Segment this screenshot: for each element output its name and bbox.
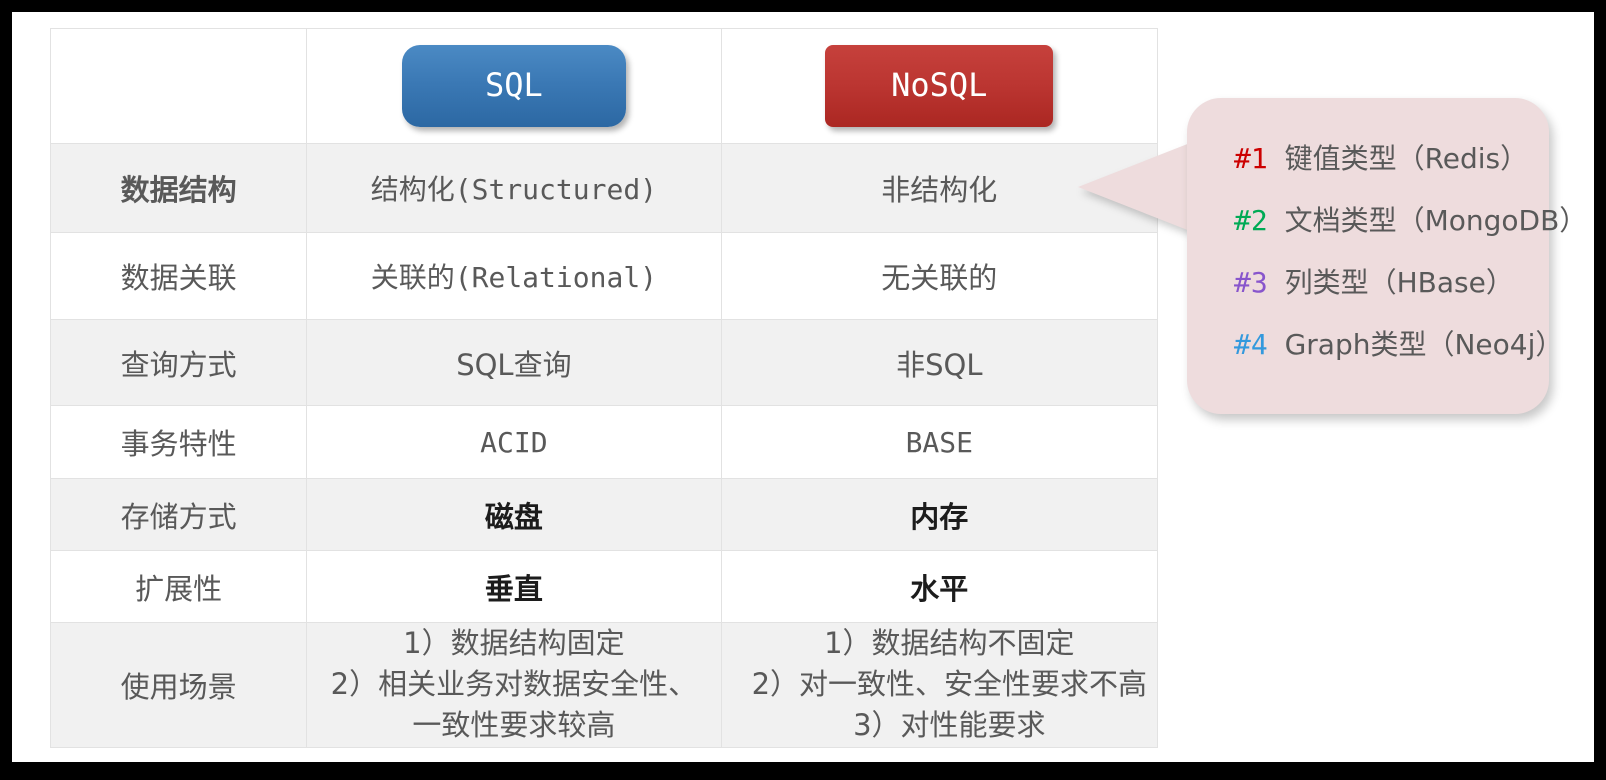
cell-sql-data-structure: 结构化(Structured) — [306, 143, 722, 233]
cell-sql-transaction: ACID — [306, 405, 722, 479]
item-number: #3 — [1234, 266, 1268, 299]
table-row: 扩展性 垂直 水平 — [49, 550, 1159, 623]
nosql-types-list: #1 键值类型（Redis） #2 文档类型（MongoDB） #3 列类型（H… — [1234, 128, 1587, 376]
header-sql-cell: SQL — [306, 28, 722, 144]
use-case-line: 一致性要求较高 — [412, 708, 616, 743]
use-case-line: 3）对性能要求 — [853, 708, 1046, 743]
comparison-table: SQL NoSQL 数据结构 结构化(Structured) 非结构化 数据关联 — [49, 28, 1159, 748]
use-case-line: 1）数据结构不固定 — [824, 626, 1075, 660]
row-key-query-method: 查询方式 — [49, 319, 308, 406]
nosql-pill-label: NoSQL — [825, 45, 1054, 127]
row-key-data-structure: 数据结构 — [49, 143, 308, 233]
cell-nosql-storage: 内存 — [720, 478, 1159, 551]
row-key-use-case: 使用场景 — [49, 622, 308, 748]
item-number: #2 — [1234, 204, 1268, 237]
table-row: 数据结构 结构化(Structured) 非结构化 — [49, 143, 1159, 233]
list-item: #3 列类型（HBase） — [1234, 252, 1564, 314]
row-key-transaction: 事务特性 — [49, 405, 308, 479]
row-key-data-relation: 数据关联 — [49, 232, 308, 320]
table-row: 数据关联 关联的(Relational) 无关联的 — [49, 232, 1159, 320]
use-case-line: 1）数据结构固定 — [403, 626, 625, 660]
cell-sql-storage: 磁盘 — [306, 478, 722, 551]
list-item: #2 文档类型（MongoDB） — [1234, 190, 1587, 252]
slide-content-area: SQL NoSQL 数据结构 结构化(Structured) 非结构化 数据关联 — [12, 12, 1594, 762]
table-row: 使用场景 1）数据结构固定 2）相关业务对数据安全性、 一致性要求较高 1）数据… — [49, 622, 1159, 748]
cell-nosql-scalability: 水平 — [720, 550, 1159, 623]
item-number: #1 — [1234, 142, 1268, 175]
sql-vs-nosql-comparison-table: SQL NoSQL 数据结构 结构化(Structured) 非结构化 数据关联 — [49, 28, 1159, 748]
list-item: #1 键值类型（Redis） — [1234, 128, 1564, 190]
row-key-scalability: 扩展性 — [49, 550, 308, 623]
cell-sql-use-case: 1）数据结构固定 2）相关业务对数据安全性、 一致性要求较高 — [306, 622, 722, 748]
callout-tail-icon — [1078, 143, 1190, 231]
table-row: 存储方式 磁盘 内存 — [49, 478, 1159, 551]
use-case-line: 2）对一致性、安全性要求不高 — [751, 667, 1148, 702]
item-label: Graph类型（Neo4j） — [1284, 328, 1564, 361]
cell-sql-data-relation: 关联的(Relational) — [306, 232, 722, 320]
item-label: 列类型（HBase） — [1284, 266, 1514, 299]
cell-nosql-data-relation: 无关联的 — [720, 232, 1159, 320]
item-number: #4 — [1234, 328, 1268, 361]
table-row: 事务特性 ACID BASE — [49, 405, 1159, 479]
cell-nosql-transaction: BASE — [720, 405, 1159, 479]
header-empty-cell — [49, 28, 308, 144]
cell-sql-query-method: SQL查询 — [306, 319, 722, 406]
cell-sql-scalability: 垂直 — [306, 550, 722, 623]
item-label: 键值类型（Redis） — [1284, 142, 1529, 175]
cell-nosql-use-case: 1）数据结构不固定 2）对一致性、安全性要求不高 3）对性能要求 — [720, 622, 1159, 748]
list-item: #4 Graph类型（Neo4j） — [1234, 314, 1564, 376]
table-header-row: SQL NoSQL — [49, 28, 1159, 144]
sql-pill-label: SQL — [401, 45, 626, 127]
cell-nosql-query-method: 非SQL — [720, 319, 1159, 406]
item-label: 文档类型（MongoDB） — [1284, 204, 1588, 237]
table-row: 查询方式 SQL查询 非SQL — [49, 319, 1159, 406]
header-nosql-cell: NoSQL — [720, 28, 1159, 144]
row-key-storage: 存储方式 — [49, 478, 308, 551]
use-case-line: 2）相关业务对数据安全性、 — [330, 667, 698, 702]
nosql-types-callout — [1187, 98, 1549, 414]
